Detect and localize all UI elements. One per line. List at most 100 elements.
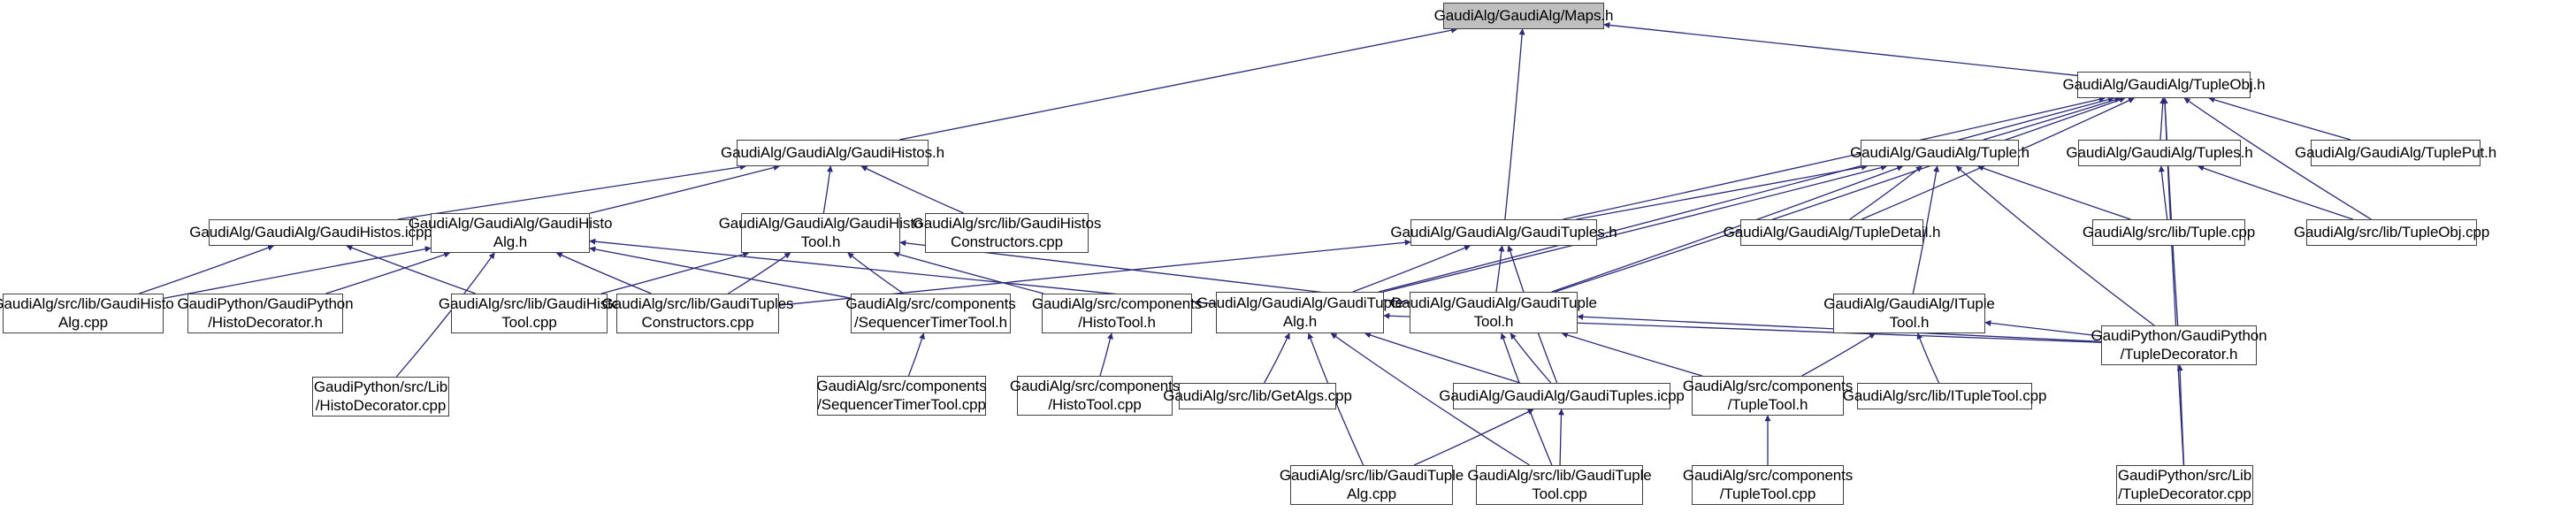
graph-node-gaudihistos_icpp[interactable]: GaudiAlg/GaudiAlg/GaudiHistos.icpp <box>189 219 432 246</box>
graph-edge <box>2176 364 2185 466</box>
graph-edge <box>163 246 432 299</box>
graph-node-histotool_h[interactable]: GaudiAlg/src/components /HistoTool.h <box>1032 294 1202 333</box>
graph-node-label: GaudiAlg/src/components /SequencerTimerT… <box>816 377 987 413</box>
graph-node-itupletool_h[interactable]: GaudiAlg/GaudiAlg/ITuple Tool.h <box>1823 294 1995 333</box>
graph-edge <box>1099 332 1113 377</box>
graph-edge <box>1557 409 1564 466</box>
graph-node-tuple_cpp[interactable]: GaudiAlg/src/lib/Tuple.cpp <box>2083 219 2255 246</box>
graph-node-label: GaudiPython/GaudiPython /TupleDecorator.… <box>2091 326 2267 363</box>
graph-edge <box>1364 332 1521 384</box>
graph-node-maps[interactable]: GaudiAlg/GaudiAlg/Maps.h <box>1434 3 1613 29</box>
graph-node-label: GaudiAlg/GaudiAlg/TupleDetail.h <box>1723 223 1941 241</box>
graph-edge <box>860 165 964 214</box>
graph-node-tupledecorator_h[interactable]: GaudiPython/GaudiPython /TupleDecorator.… <box>2091 325 2267 365</box>
graph-node-tuples[interactable]: GaudiAlg/GaudiAlg/Tuples.h <box>2066 140 2253 166</box>
graph-node-tupleobj[interactable]: GaudiAlg/GaudiAlg/TupleObj.h <box>2062 72 2266 98</box>
graph-node-gauditupleshicpp[interactable]: GaudiAlg/GaudiAlg/GaudiTuples.icpp <box>1439 383 1685 409</box>
graph-edge <box>1504 28 1525 220</box>
graph-node-gaudihistotool_h[interactable]: GaudiAlg/GaudiAlg/GaudiHisto Tool.h <box>719 213 922 253</box>
graph-node-label: GaudiAlg/GaudiAlg/GaudiHisto Alg.h <box>408 214 613 250</box>
graph-node-label: GaudiAlg/src/lib/GaudiHisto Tool.cpp <box>438 294 621 331</box>
graph-edge <box>1510 332 1552 384</box>
graph-edge <box>2158 165 2168 220</box>
graph-edge <box>1916 332 1940 384</box>
graph-edge <box>600 251 750 294</box>
graph-node-label: GaudiAlg/GaudiAlg/ITuple Tool.h <box>1823 294 1995 331</box>
graph-edge <box>1576 164 1869 220</box>
graph-node-histotool_cpp[interactable]: GaudiAlg/src/components /HistoTool.cpp <box>1010 376 1180 416</box>
graph-edge <box>1849 165 1922 220</box>
graph-node-label: GaudiAlg/src/lib/TupleObj.cpp <box>2293 223 2490 241</box>
graph-node-label: GaudiAlg/GaudiAlg/GaudiTuple Alg.h <box>1196 294 1403 330</box>
graph-node-label: GaudiAlg/GaudiAlg/GaudiTuples.icpp <box>1439 386 1685 404</box>
graph-node-label: GaudiAlg/src/lib/GaudiHistos Constructor… <box>912 214 1102 250</box>
graph-edge <box>1977 164 2131 220</box>
graph-node-gauditupleshctors[interactable]: GaudiAlg/src/lib/GaudiTuples Constructor… <box>602 294 793 333</box>
graph-node-gaudihistoalg_h[interactable]: GaudiAlg/GaudiAlg/GaudiHisto Alg.h <box>409 213 612 253</box>
graph-node-label: GaudiPython/GaudiPython /HistoDecorator.… <box>177 294 354 331</box>
graph-edge <box>893 251 1044 294</box>
graph-edge <box>2198 164 2353 220</box>
graph-node-itupletool_cpp[interactable]: GaudiAlg/src/lib/ITupleTool.cpp <box>1843 383 2046 409</box>
graph-edge <box>555 252 652 294</box>
graph-node-label: GaudiAlg/src/components /HistoTool.cpp <box>1009 377 1181 413</box>
graph-node-label: GaudiAlg/GaudiAlg/GaudiHisto Tool.h <box>718 214 923 250</box>
graph-node-label: GaudiAlg/GaudiAlg/Tuple.h <box>1850 143 2029 161</box>
graph-node-gaudihistotool_cpp[interactable]: GaudiAlg/src/lib/GaudiHisto Tool.cpp <box>439 294 620 333</box>
graph-edge <box>1352 245 1471 293</box>
graph-node-gauditupleshdr[interactable]: GaudiAlg/GaudiAlg/GaudiTuples.h <box>1390 219 1617 246</box>
graph-node-tupledetail[interactable]: GaudiAlg/GaudiAlg/TupleDetail.h <box>1724 219 1940 246</box>
graph-node-label: GaudiAlg/GaudiAlg/TuplePut.h <box>2294 143 2497 161</box>
graph-node-gaudihistos_ctors[interactable]: GaudiAlg/src/lib/GaudiHistos Constructor… <box>913 213 1101 253</box>
graph-edge <box>728 252 791 294</box>
graph-node-tuple[interactable]: GaudiAlg/GaudiAlg/Tuple.h <box>1850 140 2029 166</box>
graph-edge <box>1984 319 2102 337</box>
graph-edge <box>1983 96 2121 141</box>
graph-node-tupletool_cpp[interactable]: GaudiAlg/src/components /TupleTool.cpp <box>1683 465 1853 505</box>
graph-node-gauditupletool_cpp[interactable]: GaudiAlg/src/lib/GaudiTuple Tool.cpp <box>1467 465 1652 505</box>
graph-node-label: GaudiAlg/GaudiAlg/Tuples.h <box>2066 143 2253 161</box>
graph-node-seqtimertool_cpp[interactable]: GaudiAlg/src/components /SequencerTimerT… <box>816 376 987 416</box>
graph-node-histodecorator_h[interactable]: GaudiPython/GaudiPython /HistoDecorator.… <box>178 294 354 333</box>
graph-edge <box>589 164 780 214</box>
graph-node-label: GaudiAlg/src/lib/GetAlgs.cpp <box>1163 386 1352 404</box>
graph-node-tupletool_h[interactable]: GaudiAlg/src/components /TupleTool.h <box>1683 376 1853 416</box>
graph-edge <box>1378 96 2114 293</box>
graph-node-gaudihistoalg_cpp[interactable]: GaudiAlg/src/lib/GaudiHisto Alg.cpp <box>0 294 174 333</box>
graph-node-label: GaudiAlg/src/lib/GaudiHisto Alg.cpp <box>0 294 174 331</box>
graph-node-label: GaudiAlg/src/components /TupleTool.h <box>1682 377 1854 413</box>
graph-edge <box>139 244 274 294</box>
graph-node-label: GaudiAlg/src/lib/GaudiTuple Alg.cpp <box>1279 466 1464 502</box>
graph-edge <box>2161 97 2179 326</box>
graph-edge <box>397 164 746 220</box>
graph-node-label: GaudiAlg/src/components /SequencerTimerT… <box>845 294 1016 331</box>
graph-edge <box>325 251 451 294</box>
graph-node-gauditupleal_h[interactable]: GaudiAlg/GaudiAlg/GaudiTuple Alg.h <box>1196 292 1403 333</box>
graph-edge <box>847 252 905 294</box>
graph-node-seqtimertool_h[interactable]: GaudiAlg/src/components /SequencerTimerT… <box>845 294 1016 333</box>
graph-node-gauditupletool_h[interactable]: GaudiAlg/GaudiAlg/GaudiTuple Tool.h <box>1390 292 1597 333</box>
graph-node-tupleput[interactable]: GaudiAlg/GaudiAlg/TuplePut.h <box>2295 140 2496 166</box>
graph-node-tupleobj_cpp[interactable]: GaudiAlg/src/lib/TupleObj.cpp <box>2294 219 2489 246</box>
graph-edge <box>346 244 476 294</box>
graph-node-label: GaudiAlg/GaudiAlg/GaudiTuple Tool.h <box>1390 294 1597 330</box>
graph-edge <box>1561 332 1702 377</box>
graph-edge <box>907 332 925 377</box>
graph-node-histodecorator_cpp[interactable]: GaudiPython/src/Lib /HistoDecorator.cpp <box>312 377 449 416</box>
graph-node-tupledecorator_cpp[interactable]: GaudiPython/src/Lib /TupleDecorator.cpp <box>2116 465 2253 505</box>
graph-node-getalgs_cpp[interactable]: GaudiAlg/src/lib/GetAlgs.cpp <box>1163 383 1352 409</box>
graph-edge <box>1495 245 1505 293</box>
graph-node-gauditupleal_cpp[interactable]: GaudiAlg/src/lib/GaudiTuple Alg.cpp <box>1280 465 1464 505</box>
graph-node-label: GaudiPython/src/Lib /TupleDecorator.cpp <box>2117 466 2252 502</box>
graph-edge <box>899 27 1458 141</box>
graph-node-label: GaudiAlg/src/lib/Tuple.cpp <box>2082 223 2256 241</box>
graph-node-label: GaudiAlg/GaudiAlg/Maps.h <box>1433 6 1614 24</box>
graph-edge <box>1554 96 2126 293</box>
graph-edge <box>1603 22 2078 77</box>
graph-edge <box>822 165 833 214</box>
graph-node-label: GaudiAlg/GaudiAlg/GaudiTuples.h <box>1390 223 1617 241</box>
graph-node-gaudihistos[interactable]: GaudiAlg/GaudiAlg/GaudiHistos.h <box>721 140 944 166</box>
graph-node-label: GaudiPython/src/Lib /HistoDecorator.cpp <box>313 378 448 414</box>
graph-edge <box>1413 409 1534 466</box>
